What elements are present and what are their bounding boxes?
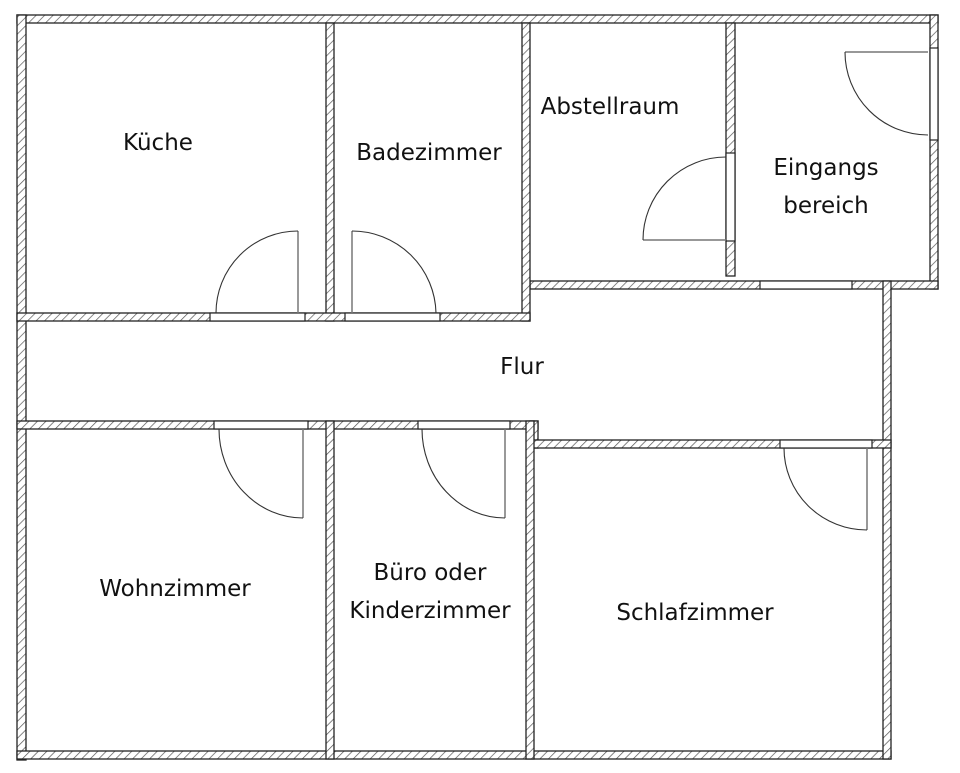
opening-storage xyxy=(725,152,736,242)
walls xyxy=(16,14,939,761)
wall-top xyxy=(16,14,939,24)
door-bedroom-icon xyxy=(783,447,868,531)
label-storage: Abstellraum xyxy=(541,94,680,120)
wall-office-bedroom xyxy=(525,420,535,760)
label-office-line2: Kinderzimmer xyxy=(349,598,511,624)
label-living-room: Wohnzimmer xyxy=(99,576,251,602)
label-bedroom: Schlafzimmer xyxy=(616,600,774,626)
opening-front-door xyxy=(929,47,939,141)
door-office-icon xyxy=(421,428,506,519)
opening-entrance-hall xyxy=(759,280,853,290)
label-bathroom: Badezimmer xyxy=(356,140,502,166)
opening-office xyxy=(417,420,511,430)
door-storage-icon xyxy=(642,156,727,241)
door-bathroom-icon xyxy=(351,230,437,314)
wall-storage-entrance xyxy=(725,22,736,277)
label-entrance-line2: bereich xyxy=(783,193,868,219)
opening-living xyxy=(213,420,309,430)
door-front-icon xyxy=(844,51,929,136)
room-labels: Küche Badezimmer Abstellraum Eingangs be… xyxy=(99,94,878,626)
door-openings xyxy=(209,47,939,449)
wall-kitchen-bathroom xyxy=(325,22,335,322)
door-kitchen-icon xyxy=(215,230,299,314)
wall-bottom xyxy=(16,750,892,760)
wall-bathroom-storage xyxy=(521,22,531,322)
label-office-line1: Büro oder xyxy=(374,560,488,586)
label-hallway: Flur xyxy=(500,354,544,380)
door-living-icon xyxy=(218,428,304,519)
label-entrance-line1: Eingangs xyxy=(773,155,878,181)
opening-bathroom xyxy=(344,312,441,322)
wall-left xyxy=(16,14,27,761)
doors xyxy=(215,51,929,531)
wall-right-lower xyxy=(882,280,892,760)
wall-living-office xyxy=(325,420,335,760)
label-kitchen: Küche xyxy=(123,130,193,156)
wall-entrance-bottom xyxy=(529,280,939,290)
opening-bedroom xyxy=(779,439,873,449)
opening-kitchen xyxy=(209,312,306,322)
